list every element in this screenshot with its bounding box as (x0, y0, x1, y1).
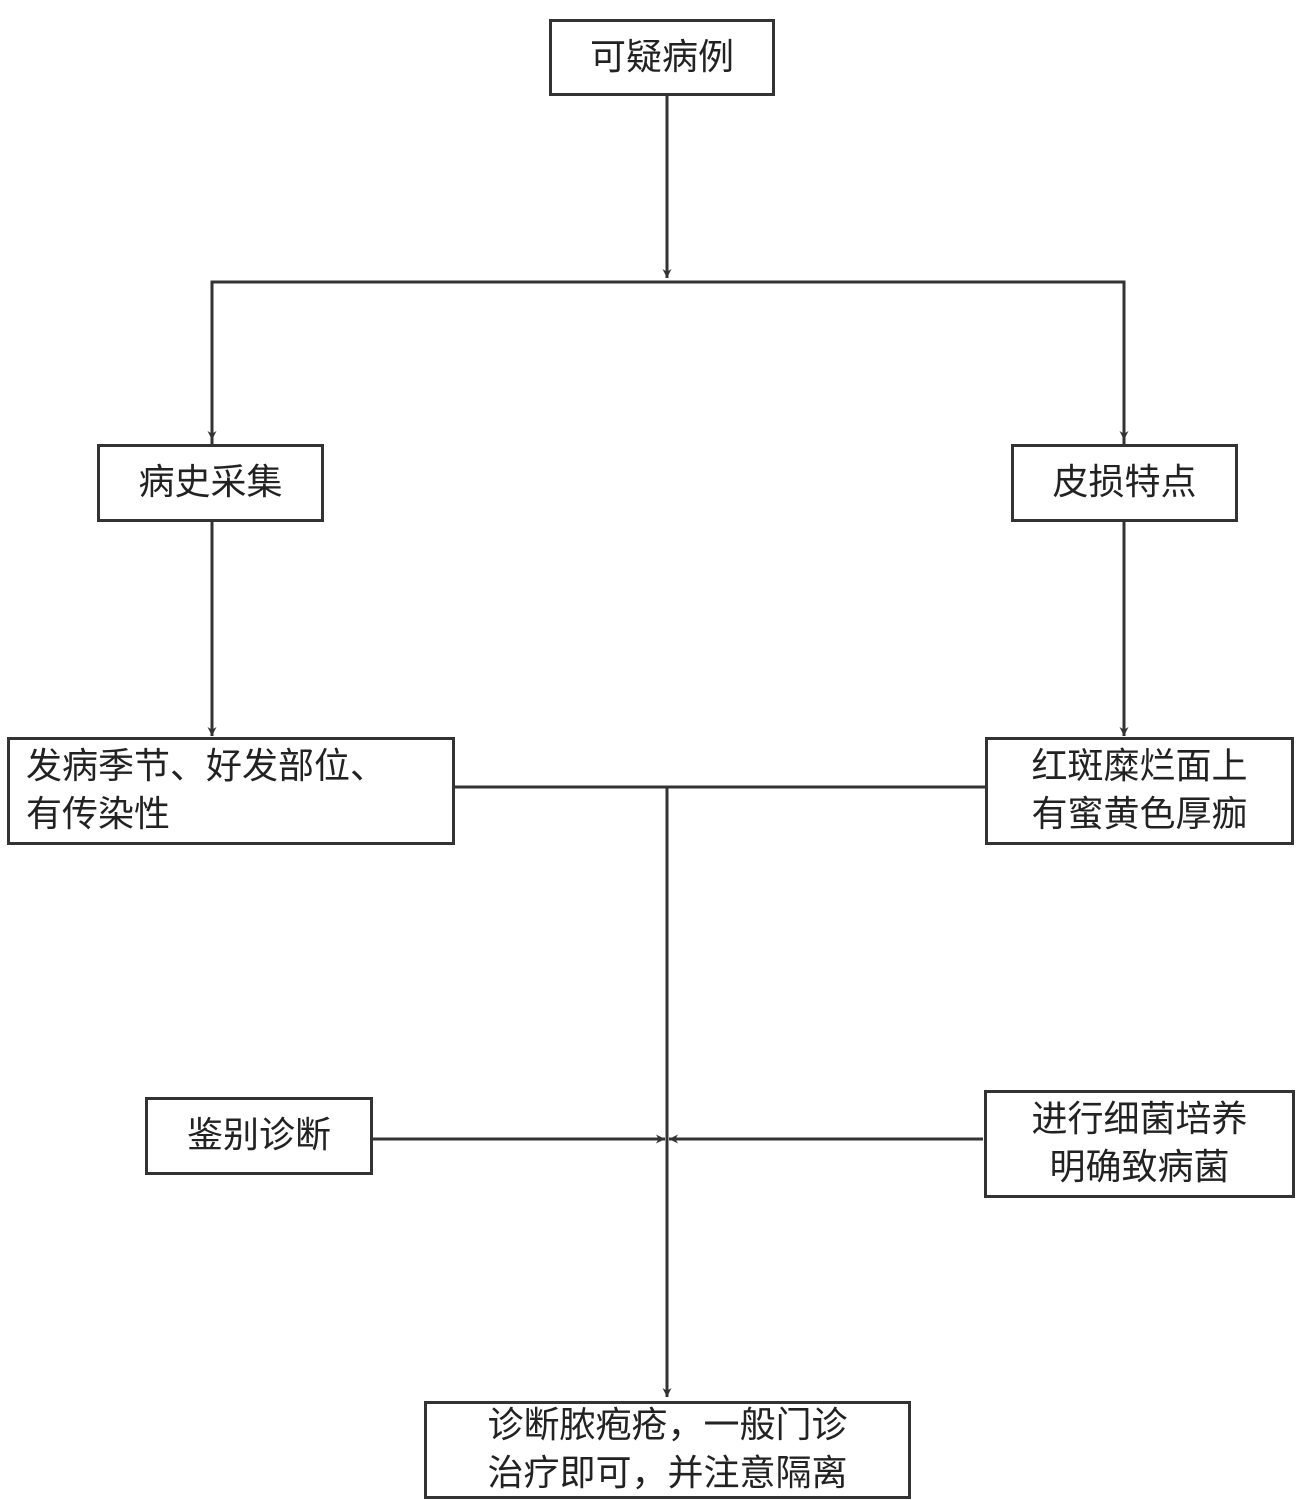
node-history-detail: 发病季节、好发部位、 有传染性 (7, 737, 455, 845)
node-text-line: 诊断脓疱疮，一般门诊 (487, 1405, 848, 1446)
node-bacterial-culture: 进行细菌培养 明确致病菌 (984, 1090, 1295, 1198)
node-lesion-detail: 红斑糜烂面上 有蜜黄色厚痂 (985, 737, 1294, 845)
node-text-line: 有蜜黄色厚痂 (1031, 794, 1248, 835)
node-history-taking: 病史采集 (97, 444, 324, 522)
node-lesion-features: 皮损特点 (1011, 444, 1238, 522)
node-text-line: 有传染性 (26, 794, 171, 835)
node-text: 皮损特点 (1052, 462, 1197, 503)
node-text-line: 明确致病菌 (1049, 1147, 1230, 1188)
node-text: 可疑病例 (589, 36, 734, 78)
node-text-line: 进行细菌培养 (1031, 1099, 1248, 1140)
node-text-line: 红斑糜烂面上 (1031, 746, 1248, 787)
node-text: 病史采集 (138, 462, 283, 503)
node-text-line: 发病季节、好发部位、 (26, 746, 387, 787)
split-line (210, 280, 1126, 448)
node-conclusion: 诊断脓疱疮，一般门诊 治疗即可，并注意隔离 (424, 1401, 911, 1499)
node-differential-diagnosis: 鉴别诊断 (145, 1097, 373, 1175)
node-text-line: 治疗即可，并注意隔离 (487, 1453, 848, 1494)
node-suspected-case: 可疑病例 (549, 19, 775, 96)
node-text: 鉴别诊断 (186, 1115, 331, 1156)
